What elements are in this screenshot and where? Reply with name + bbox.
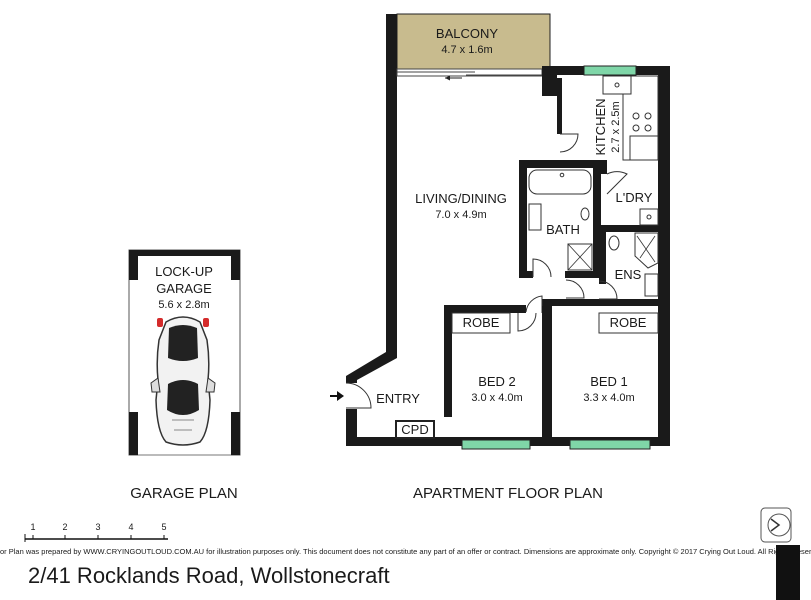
scale-tick-label: 2 [62, 522, 67, 532]
bath-door-swing [532, 258, 552, 278]
taillight-left [157, 318, 163, 327]
wall-bath-south [519, 271, 533, 278]
laundry-door-swing [606, 171, 628, 195]
wall-kitchen-west [542, 66, 557, 96]
compass-icon [760, 507, 792, 543]
apartment-plan: BALCONY 4.7 x 1.6m KITCHEN 2.7 x 2.5m [330, 13, 670, 450]
laundry-name: L'DRY [616, 190, 653, 205]
robe2-box [451, 312, 511, 334]
bed2-dims: 3.0 x 4.0m [471, 392, 522, 404]
cpd-box [395, 420, 435, 439]
window-kitchen [583, 65, 637, 76]
right-edge-bar [776, 545, 800, 600]
kitchen-sink [602, 75, 632, 95]
garage-plan: LOCK-UP GARAGE 5.6 x 2.8m [128, 249, 241, 456]
garage-wall [129, 250, 240, 256]
scale-tick-label: 3 [95, 522, 100, 532]
wall-hall-south-right [542, 299, 599, 306]
hall-door-swing [525, 295, 543, 313]
bathtub [528, 169, 592, 195]
kitchen-name: KITCHEN [593, 98, 608, 155]
balcony-area [396, 13, 551, 70]
wall-bed2-east [542, 306, 552, 446]
scale-tick-label: 1 [30, 522, 35, 532]
wall-bath-south-2 [565, 271, 601, 278]
ensuite-name: ENS [615, 267, 642, 282]
wall-laundry-north [601, 160, 607, 174]
wall-laundry-south [601, 225, 658, 232]
car-icon [150, 316, 216, 446]
wall-bath-east [593, 160, 601, 278]
entry-arrow-icon [330, 391, 344, 401]
garage-name-line1: LOCK-UP [155, 264, 213, 279]
garage-wall [129, 250, 138, 280]
apartment-plan-title: APARTMENT FLOOR PLAN [413, 485, 603, 502]
bed1-door-swing [565, 279, 585, 299]
ensuite-vanity [644, 273, 659, 297]
window-bed1 [569, 439, 651, 450]
scale-tick-label: 4 [128, 522, 133, 532]
bed1-name: BED 1 [590, 374, 628, 389]
taillight-right [203, 318, 209, 327]
property-address: 2/41 Rocklands Road, Wollstonecraft [28, 563, 390, 588]
entry-door-gap [343, 383, 360, 409]
ensuite-door-swing [598, 280, 618, 300]
robe1-name: ROBE [610, 315, 647, 330]
scale-bar: 1 2 3 4 5 [24, 522, 168, 542]
garage-wall [231, 250, 240, 280]
kitchen-door-swing [559, 133, 579, 153]
bed1-dims: 3.3 x 4.0m [583, 392, 634, 404]
wall-living-west [346, 14, 397, 437]
cpd-name: CPD [401, 422, 428, 437]
garage-wall [129, 412, 138, 455]
wall-bed2-west [444, 305, 452, 417]
wall-ensuite-south [599, 299, 658, 306]
disclaimer-text: or Plan was prepared by WWW.CRYINGOUTLOU… [0, 545, 811, 559]
robe2-name: ROBE [463, 315, 500, 330]
wall-bath-west [519, 160, 527, 278]
wall-kitchen-west-2 [557, 78, 562, 134]
wall-east [658, 66, 670, 446]
entry-door-swing [345, 382, 372, 409]
cooktop-icon [632, 112, 652, 132]
garage-plan-title: GARAGE PLAN [130, 485, 238, 502]
window-bed2 [461, 439, 531, 450]
kitchen-fridge-space [629, 135, 659, 161]
ensuite-toilet [608, 235, 620, 251]
wall-hall-south-left [444, 305, 526, 313]
robe1-box [598, 312, 659, 334]
living-dims: 7.0 x 4.9m [435, 209, 486, 221]
bath-vanity [528, 203, 542, 231]
living-name: LIVING/DINING [415, 191, 507, 206]
garage-name-line2: GARAGE [156, 281, 212, 296]
bed2-door-swing [517, 312, 537, 332]
laundry-tub [639, 208, 659, 226]
garage-wall [231, 412, 240, 455]
balcony-dims: 4.7 x 1.6m [441, 44, 492, 56]
kitchen-dims: 2.7 x 2.5m [610, 101, 622, 152]
balcony-name: BALCONY [436, 26, 498, 41]
wall-ensuite-west [599, 232, 606, 284]
wall-bath-north [519, 160, 599, 168]
garage-dims: 5.6 x 2.8m [158, 299, 209, 311]
entry-name: ENTRY [376, 391, 420, 406]
scale-tick-label: 5 [161, 522, 166, 532]
bath-name: BATH [546, 222, 580, 237]
bed2-name: BED 2 [478, 374, 516, 389]
